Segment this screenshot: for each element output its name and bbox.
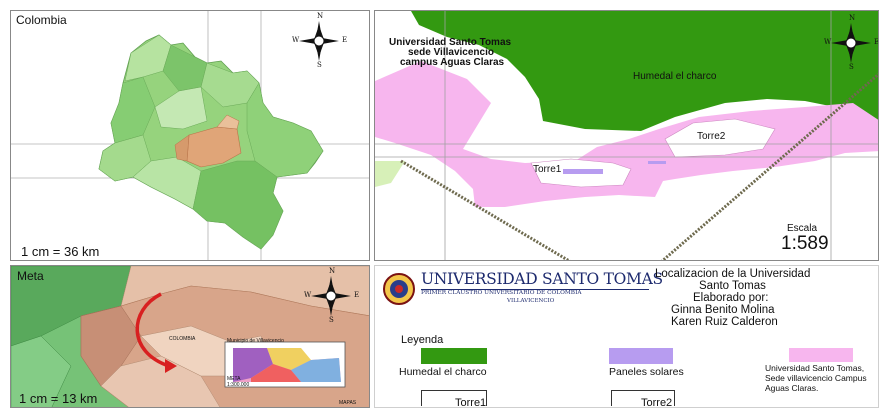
inset-meta-label: META [227, 376, 241, 382]
author-2: Karen Ruiz Calderon [671, 316, 778, 328]
humedal-label: Humedal el charco [633, 71, 717, 82]
legend-swatch-solar [609, 348, 673, 364]
compass-e: E [874, 38, 879, 46]
legend-title: Leyenda [401, 334, 444, 346]
legend-panel: UNIVERSIDAD SANTO TOMAS PRIMER CLAUSTRO … [374, 265, 879, 408]
colombia-scale: 1 cm = 36 km [21, 244, 100, 259]
region-highlight [174, 134, 190, 162]
compass-e: E [354, 291, 360, 299]
scale-value: 1:589 [781, 233, 829, 254]
compass-w: W [824, 38, 832, 46]
legend-label-campus: Universidad Santo Tomas, Sede villavicen… [765, 363, 867, 393]
compass-rose: N S W E [823, 14, 879, 71]
university-seal-icon [383, 273, 415, 305]
inset-municipio-label: Municipio de Villavicencio [227, 338, 284, 344]
author-heading: Elaborado por: [693, 292, 769, 304]
region [192, 160, 284, 250]
legend-swatch-campus [789, 348, 853, 362]
author-1: Ginna Benito Molina [671, 304, 775, 316]
map-brand-label: MAPAS [339, 400, 357, 406]
map-title-line-1: Localizacion de la Universidad [655, 268, 811, 280]
map-title-line-2: Santo Tomas [699, 280, 766, 292]
legend-label-solar: Paneles solares [609, 366, 684, 378]
meta-title: Meta [17, 269, 44, 283]
compass-e: E [342, 36, 348, 44]
region [154, 86, 208, 130]
solar-panel [648, 161, 666, 164]
compass-rose: N S W E [291, 12, 348, 69]
scale-title: Escala [787, 223, 818, 234]
region [11, 335, 72, 407]
inset-map [224, 341, 346, 388]
region-highlight [216, 114, 240, 130]
logo-sub-text: PRIMER CLAUSTRO UNIVERSITARIO DE COLOMBI… [421, 290, 582, 296]
compass-n: N [317, 12, 324, 20]
compass-w: W [304, 291, 312, 299]
location-arrow [135, 292, 170, 368]
compass-icon [299, 21, 339, 61]
campus-map [375, 11, 878, 260]
green-lot [375, 161, 405, 187]
humedal-area [411, 11, 878, 131]
university-logo: UNIVERSIDAD SANTO TOMAS PRIMER CLAUSTRO … [381, 270, 663, 310]
compass-s: S [849, 63, 854, 71]
solar-panel [563, 169, 603, 174]
road [400, 159, 571, 260]
arrow-head [165, 359, 177, 373]
torre2-label: Torre2 [697, 131, 726, 142]
region [246, 82, 324, 178]
road [661, 72, 878, 260]
region [110, 76, 156, 144]
inset-scale-label: 1:300.000 [227, 382, 250, 388]
compass-icon [831, 23, 871, 63]
campus-area [375, 61, 878, 207]
meta-scale: 1 cm = 13 km [19, 391, 98, 406]
logo-city-text: VILLAVICENCIO [507, 298, 555, 304]
meta-map-panel: Meta 1 cm = 13 km COLOMBIA Municipio de … [10, 265, 370, 408]
legend-label-torre1: Torre1 [455, 397, 487, 408]
inset-colombia-label: COLOMBIA [169, 336, 196, 342]
campus-title-line-1: Universidad Santo Tomas [389, 37, 512, 48]
legend-label-humedal: Humedal el charco [399, 366, 487, 378]
region [98, 134, 152, 182]
legend-label-torre2: Torre2 [641, 397, 673, 408]
compass-w: W [292, 36, 300, 44]
colombia-map [11, 11, 369, 260]
colombia-map-panel: Colombia 1 cm = 36 km N S W E [10, 10, 370, 261]
colombia-title: Colombia [16, 13, 67, 27]
campus-title-line-3: campus Aguas Claras [400, 57, 505, 68]
campus-title-line-2: sede Villavicencio [408, 47, 494, 58]
logo-main-text: UNIVERSIDAD SANTO TOMAS [421, 270, 663, 288]
torre1-label: Torre1 [533, 164, 562, 175]
compass-s: S [317, 61, 322, 69]
compass-icon [311, 276, 351, 316]
legend-swatch-torre1 [421, 390, 487, 406]
compass-n: N [329, 267, 336, 275]
compass-n: N [849, 14, 856, 22]
compass-rose: N S W E [303, 267, 360, 324]
meta-map [11, 266, 369, 407]
legend-swatch-humedal [421, 348, 487, 364]
legend-swatch-torre2 [611, 390, 675, 406]
compass-s: S [329, 316, 334, 324]
campus-map-panel: Universidad Santo Tomas sede Villavicenc… [374, 10, 879, 261]
